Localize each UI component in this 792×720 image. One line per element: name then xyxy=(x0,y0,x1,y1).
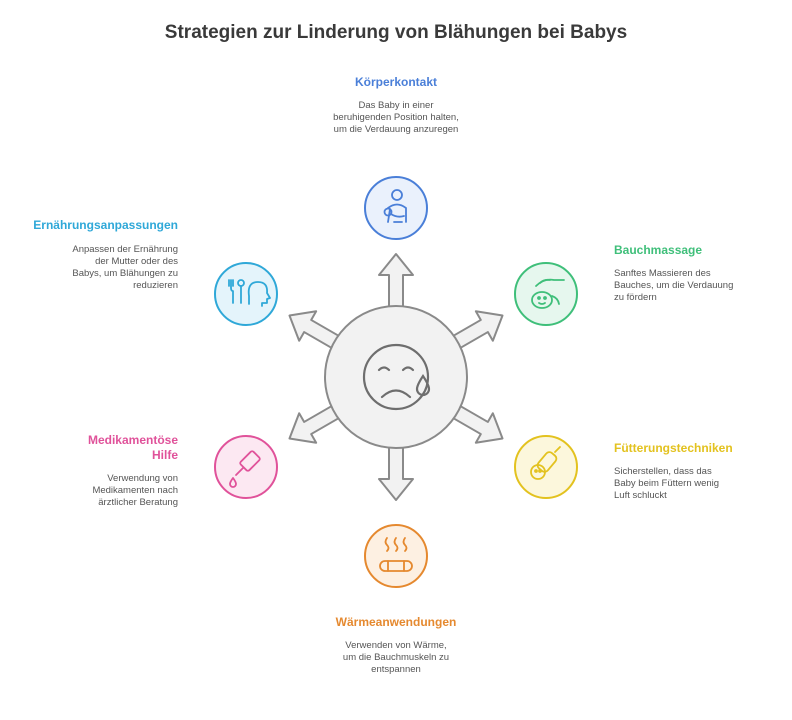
medikamente-label: Medikamentöse Hilfe xyxy=(87,433,178,462)
parent-holding-baby-icon xyxy=(383,189,407,223)
medicine-dropper-icon xyxy=(229,450,261,488)
ernaehrung-label: Ernährungsanpassungen xyxy=(33,218,178,232)
arrow-up xyxy=(378,253,414,313)
diagram-title: Strategien zur Linderung von Blähungen b… xyxy=(164,22,628,43)
bauchmassage-label: Bauchmassage xyxy=(614,243,703,257)
fuetterung-label: Fütterungstechniken xyxy=(614,441,733,455)
sad-face-with-tear-icon xyxy=(362,343,431,411)
baby-bottle-icon xyxy=(530,446,561,480)
ernaehrung-description: Anpassen der Ernährung der Mutter oder d… xyxy=(72,244,178,291)
bauchmassage-circle xyxy=(514,262,578,326)
center-circle xyxy=(324,305,468,449)
medikamente-description: Verwendung von Medikamenten nach ärztlic… xyxy=(92,473,178,508)
waerme-circle xyxy=(364,524,428,588)
koerperkontakt-label: Körperkontakt xyxy=(354,75,437,89)
head-with-cutlery-icon xyxy=(228,279,271,307)
bauchmassage-description: Sanftes Massieren des Bauches, um die Ve… xyxy=(614,268,734,303)
arrow-down xyxy=(378,441,414,501)
koerperkontakt-circle xyxy=(364,176,428,240)
fuetterung-circle xyxy=(514,435,578,499)
ernaehrung-circle xyxy=(214,262,278,326)
waerme-description: Verwenden von Wärme, um die Bauchmuskeln… xyxy=(342,640,450,675)
hand-massaging-baby-icon xyxy=(531,278,565,309)
heat-wrap-icon xyxy=(379,537,413,572)
waerme-label: Wärmeanwendungen xyxy=(335,615,457,629)
koerperkontakt-description: Das Baby in einer beruhigenden Position … xyxy=(333,100,459,135)
fuetterung-description: Sicherstellen, dass das Baby beim Fütter… xyxy=(614,466,720,501)
medikamente-circle xyxy=(214,435,278,499)
